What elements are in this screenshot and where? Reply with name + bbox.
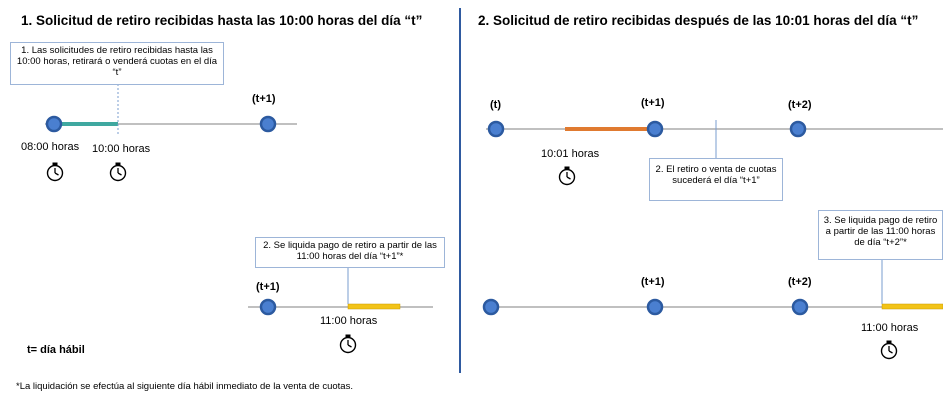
- right-time-1001: 10:01 horas: [541, 148, 600, 160]
- right-top-node-t1: [646, 120, 664, 138]
- left-top-node-t: [45, 115, 63, 133]
- right-top-node-t: [487, 120, 505, 138]
- right-yellow-bar: [881, 303, 943, 310]
- footnote: *La liquidación se efectúa al siguiente …: [16, 381, 353, 392]
- left-heading: 1. Solicitud de retiro recibidas hasta l…: [21, 13, 423, 28]
- left-top-node-t1: [259, 115, 277, 133]
- right-bottom-label-t1: (t+1): [641, 276, 665, 288]
- right-bottom-node-t2: [791, 298, 809, 316]
- right-callout-3: 3. Se liquida pago de retiro a partir de…: [818, 210, 943, 260]
- right-callout-2: 2. El retiro o venta de cuotas sucederá …: [649, 158, 783, 201]
- left-bottom-node-t1: [259, 298, 277, 316]
- left-callout-1: 1. Las solicitudes de retiro recibidas h…: [10, 42, 224, 85]
- stopwatch-icon: [558, 165, 576, 186]
- right-bottom-node-t: [482, 298, 500, 316]
- stopwatch-icon: [339, 333, 357, 354]
- right-top-node-t2: [789, 120, 807, 138]
- legend-business-day: t= día hábil: [27, 344, 85, 356]
- right-time-1100: 11:00 horas: [861, 322, 919, 334]
- left-time-0800: 08:00 horas: [21, 141, 80, 153]
- right-heading: 2. Solicitud de retiro recibidas después…: [478, 13, 919, 28]
- stopwatch-icon: [46, 161, 64, 182]
- right-bottom-node-t1: [646, 298, 664, 316]
- left-callout-2: 2. Se liquida pago de retiro a partir de…: [255, 237, 445, 268]
- left-yellow-bar: [347, 303, 401, 310]
- right-orange-bar: [565, 127, 655, 131]
- right-bottom-label-t2: (t+2): [788, 276, 812, 288]
- left-time-1000: 10:00 horas: [92, 143, 151, 155]
- stopwatch-icon: [880, 339, 898, 360]
- right-top-label-t1: (t+1): [641, 97, 665, 109]
- right-top-label-t: (t): [490, 99, 501, 111]
- left-bottom-label-t1: (t+1): [256, 281, 280, 293]
- left-top-label-t1: (t+1): [252, 93, 276, 105]
- left-teal-bar: [60, 122, 118, 126]
- stopwatch-icon: [109, 161, 127, 182]
- left-time-1100: 11:00 horas: [320, 315, 378, 327]
- right-top-label-t2: (t+2): [788, 99, 812, 111]
- section-divider: [459, 8, 461, 373]
